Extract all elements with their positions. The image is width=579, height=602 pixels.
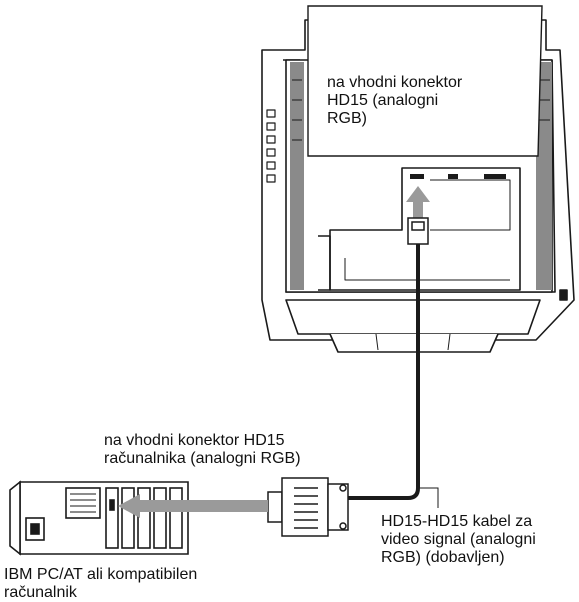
monitor-stand bbox=[285, 299, 541, 335]
video-cable bbox=[348, 244, 420, 500]
cable-leader-line bbox=[420, 487, 439, 508]
computer-output-label: na vhodni konektor HD15 računalnika (ana… bbox=[104, 432, 301, 467]
monitor-arrow bbox=[406, 186, 430, 218]
computer-label: IBM PC/AT ali kompatibilen računalnik bbox=[4, 566, 198, 601]
power-button bbox=[559, 289, 568, 301]
other-port-monitor bbox=[484, 174, 506, 179]
monitor-screen-side-left bbox=[290, 62, 304, 290]
cable-label: HD15-HD15 kabel za video signal (analogn… bbox=[381, 513, 536, 566]
monitor-control-buttons bbox=[266, 109, 276, 183]
dvi-port-monitor bbox=[448, 174, 458, 179]
computer bbox=[9, 480, 189, 556]
monitor-input-label: na vhodni konektor HD15 (analogni RGB) bbox=[327, 74, 463, 127]
hd15-port-monitor bbox=[410, 174, 424, 179]
computer-arrow bbox=[118, 494, 268, 518]
cable-plug-monitor bbox=[407, 217, 429, 245]
label-card bbox=[307, 5, 543, 157]
monitor-screen-side-right bbox=[536, 62, 552, 290]
cable-plug-computer bbox=[267, 477, 349, 537]
